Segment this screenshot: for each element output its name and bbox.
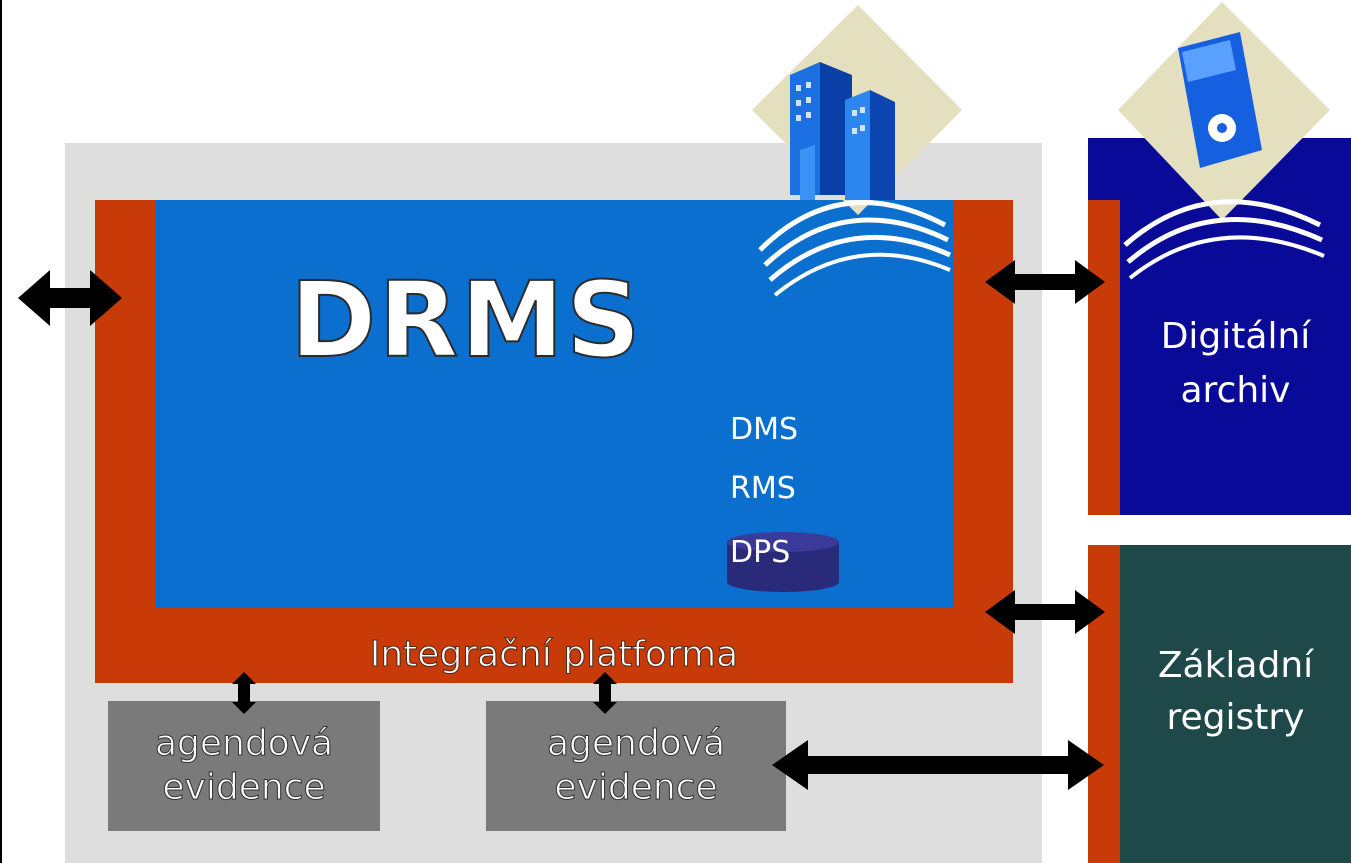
- component-dms: DMS: [730, 412, 799, 447]
- digital-archive-line1: Digitální: [1160, 316, 1311, 357]
- base-registries-box: [1088, 545, 1351, 863]
- digital-archive-label: Digitální archiv: [1120, 310, 1351, 418]
- agenda-box-2-line1: agendová: [546, 723, 726, 765]
- drms-title: DRMS: [289, 259, 643, 381]
- agenda-box-2-line2: evidence: [554, 767, 718, 809]
- digital-archive-interface-strip: [1088, 200, 1120, 515]
- integration-platform-label: Integrační platforma: [369, 634, 739, 675]
- double-arrow-icon: [18, 260, 1105, 790]
- office-building-icon: [752, 5, 962, 297]
- left-border-line: [0, 0, 2, 863]
- agenda-box-1: agendová evidence: [108, 701, 380, 831]
- component-dps: DPS: [730, 535, 791, 570]
- agenda-box-1-line2: evidence: [162, 767, 326, 809]
- base-registries-interface-strip: [1088, 545, 1120, 863]
- floppy-disk-icon: [1118, 2, 1330, 280]
- digital-archive-line2: archiv: [1180, 370, 1291, 411]
- database-cylinder-icon: [727, 532, 839, 592]
- agenda-box-2: agendová evidence: [486, 701, 786, 831]
- base-registries-line2: registry: [1166, 697, 1305, 738]
- base-registries-line1: Základní: [1157, 645, 1314, 686]
- component-rms: RMS: [730, 471, 796, 506]
- base-registries-label: Základní registry: [1120, 640, 1351, 744]
- agenda-box-1-line1: agendová: [154, 723, 334, 765]
